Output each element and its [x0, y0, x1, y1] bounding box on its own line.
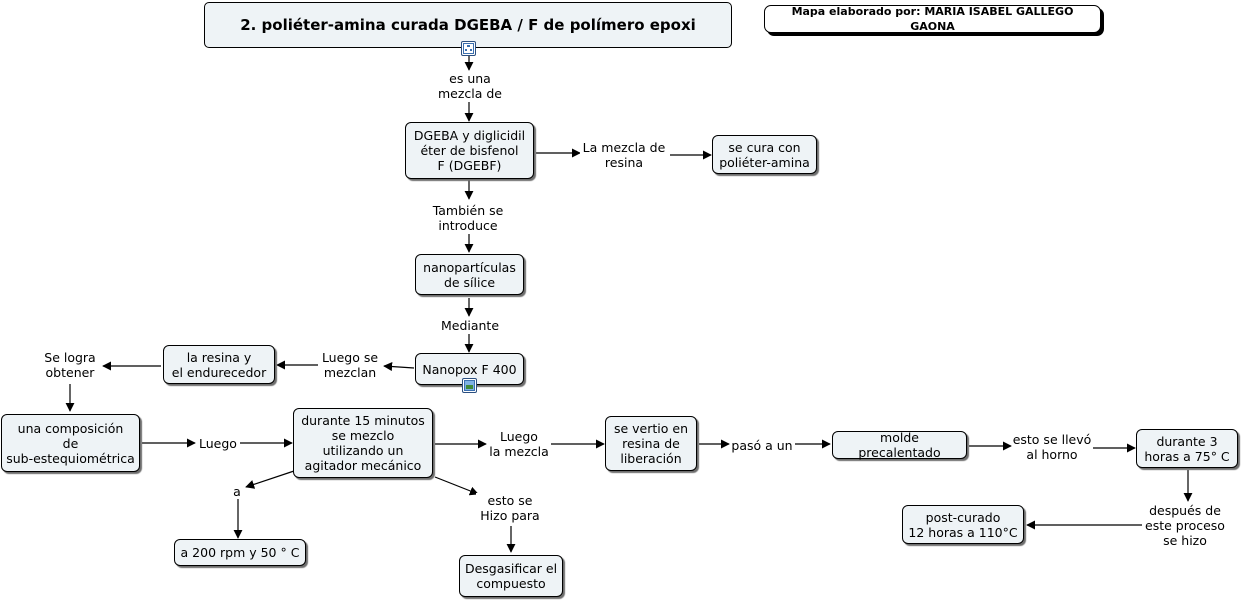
concept-nanopox[interactable]: Nanopox F 400 — [415, 353, 524, 385]
link-despues-de-este-proceso: después de este proceso se hizo — [1143, 503, 1227, 548]
concept-nanoparticulas[interactable]: nanopartículas de sílice — [415, 254, 524, 295]
concept-dgeba[interactable]: DGEBA y diglicidil éter de bisfenol F (D… — [405, 122, 534, 179]
concept-molde-precalentado[interactable]: molde precalentado — [832, 430, 967, 460]
concept-cura[interactable]: se cura con poliéter-amina — [712, 135, 817, 174]
link-es-una-mezcla: es una mezcla de — [434, 71, 506, 101]
concept-post-curado[interactable]: post-curado 12 horas a 110°C — [902, 505, 1024, 544]
concept-resina-endurecedor[interactable]: la resina y el endurecedor — [163, 345, 275, 384]
concept-curado-3-horas[interactable]: durante 3 horas a 75° C — [1136, 429, 1238, 468]
link-a: a — [230, 483, 244, 499]
hierarchy-icon[interactable] — [461, 41, 476, 56]
concept-mezcla-15-minutos[interactable]: durante 15 minutos se mezclo utilizando … — [293, 408, 433, 478]
link-se-logra-obtener: Se logra obtener — [38, 350, 102, 380]
link-la-mezcla-de-resina: La mezcla de resina — [580, 140, 668, 170]
concept-200-rpm[interactable]: a 200 rpm y 50 ° C — [174, 539, 306, 566]
concept-resina-liberacion[interactable]: se vertio en resina de liberación — [605, 416, 697, 471]
link-mediante: Mediante — [438, 317, 502, 333]
link-esto-se-llevo-al-horno: esto se llevó al horno — [1012, 432, 1092, 462]
link-luego: Luego — [197, 435, 239, 451]
connector-dur15-to-hizo — [434, 476, 479, 496]
link-luego-se-mezclan: Luego se mezclan — [318, 350, 382, 380]
concept-composicion[interactable]: una composición de sub-estequiométrica — [1, 414, 140, 472]
link-esto-se-hizo-para: esto se Hizo para — [476, 493, 544, 523]
connector-nanopox-to-luegose — [383, 362, 415, 372]
connector-dur15-to-a — [245, 470, 295, 489]
link-paso-a-un: pasó a un — [730, 437, 794, 453]
map-title: 2. poliéter-amina curada DGEBA / F de po… — [204, 2, 732, 48]
concept-desgasificar[interactable]: Desgasificar el compuesto — [459, 555, 563, 597]
author-credit: Mapa elaborado por: MARIA ISABEL GALLEGO… — [764, 5, 1101, 33]
link-luego-la-mezcla: Luego la mezcla — [487, 429, 551, 459]
link-tambien-se-introduce: También se introduce — [429, 203, 507, 233]
image-icon[interactable] — [462, 378, 477, 393]
